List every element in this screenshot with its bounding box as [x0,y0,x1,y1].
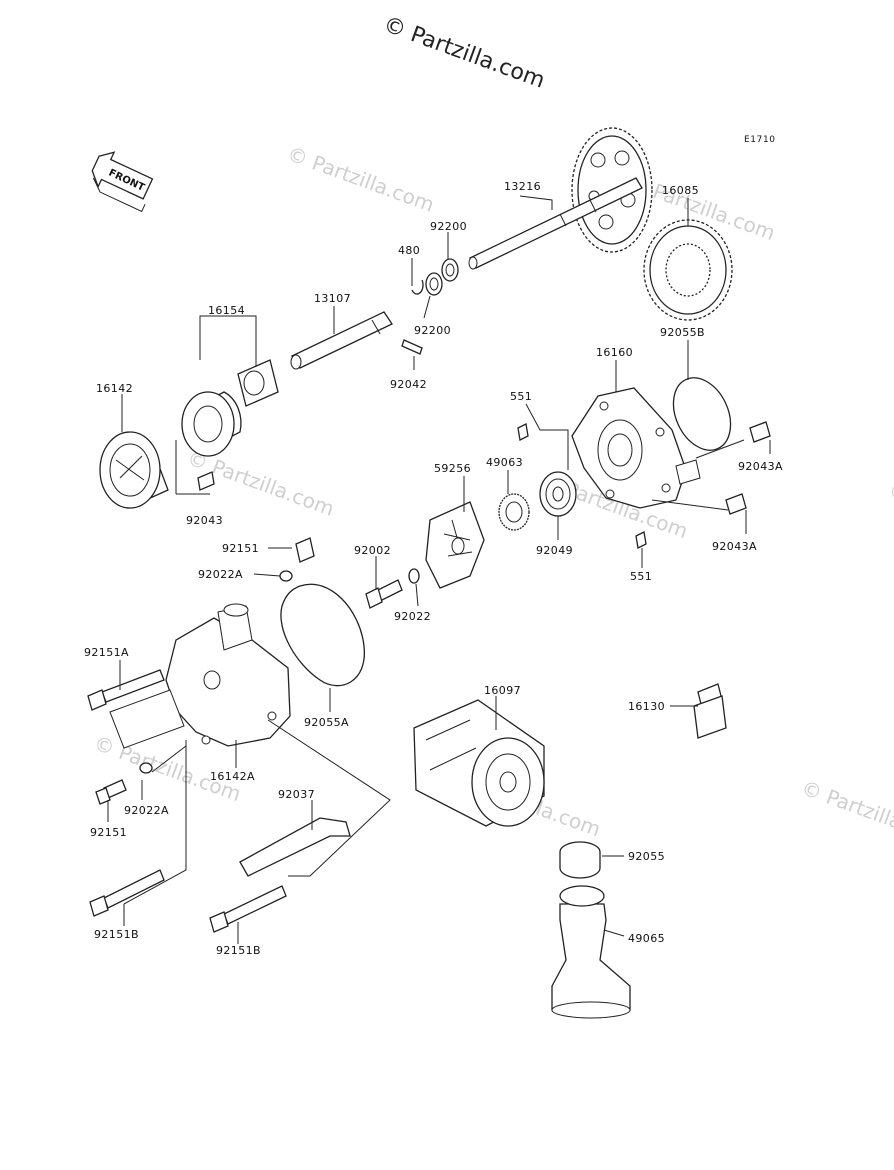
shaft-13216 [468,177,643,270]
pin-551-upper [517,423,529,441]
part-label-13216: 13216 [504,180,541,193]
part-label-16142a: 16142A [210,770,255,783]
dowel-92043a-lower [725,493,747,515]
washer-92022a-lower [139,762,153,774]
bolt-92151b-left [89,869,165,917]
bolt-92151-short [95,779,127,805]
part-label-16160: 16160 [596,346,633,359]
seal-49063 [498,493,530,531]
bolt-92002 [365,579,403,609]
part-label-551-lower: 551 [630,570,652,583]
washer-lower [425,272,443,296]
washer-92022a [279,570,293,582]
part-label-16130: 16130 [628,700,665,713]
part-label-92022a-lower: 92022A [124,804,169,817]
part-label-92043a-upper: 92043A [738,460,783,473]
watermark: © Partzilla.com [284,141,437,216]
inner-rotor-16154 [237,359,279,407]
part-label-92151b-left: 92151B [94,928,139,941]
part-label-92151a: 92151A [84,646,129,659]
header-watermark: © Partzilla.com [380,12,548,94]
part-label-16154: 16154 [208,304,245,317]
washer-92022 [408,568,420,584]
dowel-92043 [197,471,215,491]
pump-body-16142 [99,431,169,509]
driven-gear [643,219,733,321]
strainer-49065 [551,885,631,1019]
part-label-59256: 59256 [434,462,471,475]
part-label-92042: 92042 [390,378,427,391]
part-label-92055b: 92055B [660,326,705,339]
circlip [411,279,424,295]
pin-551-lower [635,531,647,549]
pipe-92037 [239,817,351,877]
part-label-13107: 13107 [314,292,351,305]
dowel-92043a-upper [749,421,771,443]
pump-housing-16142a [109,603,291,749]
part-label-92151-bolt: 92151 [90,826,127,839]
leader-lines [107,195,771,944]
outer-rotor [181,391,242,457]
part-label-92022: 92022 [394,610,431,623]
part-label-92049: 92049 [536,544,573,557]
part-label-92200-upper: 92200 [430,220,467,233]
part-label-16097: 16097 [484,684,521,697]
bolt-92151a [87,669,165,711]
part-label-92200-lower: 92200 [414,324,451,337]
bearing-92049 [539,471,577,517]
part-label-92055a: 92055A [304,716,349,729]
part-label-92043: 92043 [186,514,223,527]
part-label-92037: 92037 [278,788,315,801]
part-label-16085: 16085 [662,184,699,197]
pump-shaft-13107 [290,311,393,370]
impeller-59256 [425,501,485,589]
diagram-code: E1710 [744,135,776,145]
part-label-480: 480 [398,244,420,257]
part-label-551-upper: 551 [510,390,532,403]
part-label-49065: 49065 [628,932,665,945]
part-label-92022a: 92022A [198,568,243,581]
part-label-92151b-right: 92151B [216,944,261,957]
watermark: © Partzilla.com [886,477,894,552]
cap-92055 [559,841,601,879]
front-arrow: FRONT [91,151,154,213]
bolt-92151b-right [209,885,287,933]
washer-upper [441,258,459,282]
part-label-92055: 92055 [628,850,665,863]
o-ring-92055a [280,583,365,687]
plug-92151 [295,537,315,563]
part-label-49063: 49063 [486,456,523,469]
part-label-16142: 16142 [96,382,133,395]
watermark: © Partzilla.com [798,775,894,850]
oil-pressure-switch-16130 [693,683,727,739]
part-label-92002: 92002 [354,544,391,557]
o-ring-92055b [672,377,732,451]
part-label-92043a-lower: 92043A [712,540,757,553]
pump-cover-16160 [571,387,701,509]
part-labels: 13216 16085 92200 480 92200 16154 13107 … [84,180,783,957]
part-label-92151-plug: 92151 [222,542,259,555]
pin-92042 [401,339,423,355]
oil-filter-16097 [413,699,545,827]
